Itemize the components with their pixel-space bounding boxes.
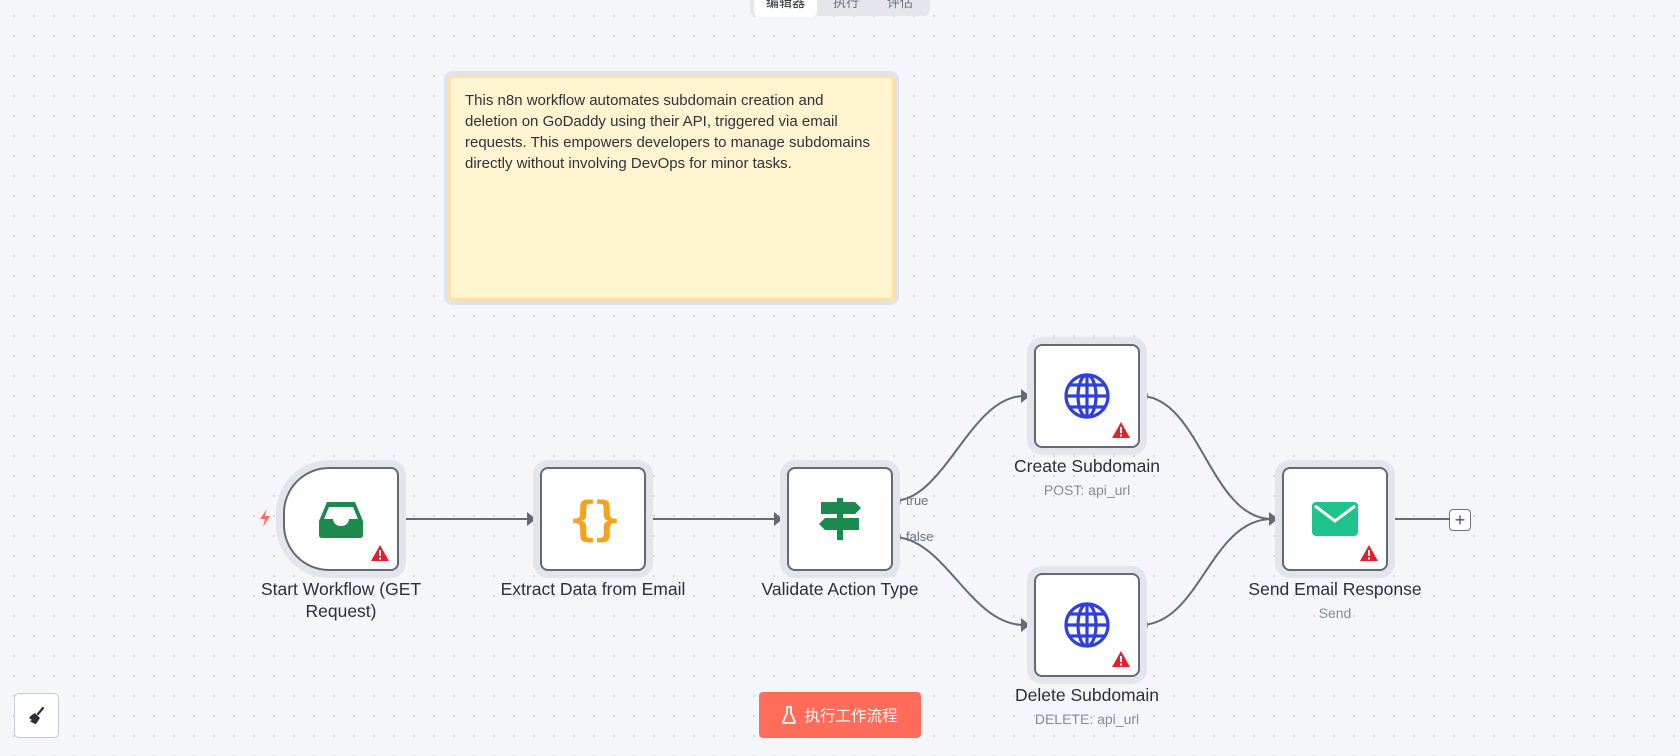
node-send-email[interactable] (1282, 467, 1388, 571)
add-node-button[interactable]: + (1449, 509, 1471, 531)
node-label-create: Create Subdomain (1014, 456, 1160, 476)
input-handle-validate (774, 512, 783, 526)
node-label-start: Start Workflow (GET Request) (260, 579, 422, 621)
node-subtitle-send: Send (1318, 605, 1352, 621)
warning-icon (1112, 651, 1130, 667)
input-handle-send (1269, 512, 1278, 526)
tidy-up-button[interactable] (14, 693, 59, 738)
node-create-subdomain[interactable] (1034, 344, 1140, 448)
input-handle-extract (527, 512, 536, 526)
broom-icon (28, 706, 44, 724)
node-label-send: Send Email Response (1248, 579, 1422, 599)
tab-evaluations[interactable]: 评估 (887, 0, 914, 10)
globe-icon (1064, 373, 1110, 419)
view-tabs: 编辑器 执行 评估 (750, 0, 930, 17)
node-label-extract: Extract Data from Email (500, 579, 686, 599)
trigger-bolt-icon (260, 509, 270, 527)
node-delete-subdomain[interactable] (1034, 573, 1140, 677)
tab-executions[interactable]: 执行 (833, 0, 860, 10)
output-label-false: false (906, 529, 934, 544)
warning-icon (371, 545, 389, 561)
input-handle-delete (1021, 618, 1030, 632)
node-validate-action[interactable] (787, 467, 893, 571)
node-subtitle-create: POST: api_url (1043, 482, 1131, 498)
warning-icon (1360, 545, 1378, 561)
node-extract-data[interactable]: {} (540, 467, 646, 571)
braces-icon: {} (569, 492, 620, 546)
signpost-icon (819, 498, 861, 540)
sticky-note[interactable]: This n8n workflow automates subdomain cr… (444, 71, 899, 305)
warning-icon (1112, 422, 1130, 438)
node-label-delete: Delete Subdomain (1015, 685, 1159, 705)
node-label-validate: Validate Action Type (761, 579, 919, 599)
tab-editor[interactable]: 编辑器 (754, 0, 818, 17)
input-handle-create (1021, 389, 1030, 403)
inbox-icon (319, 502, 363, 538)
execute-workflow-button[interactable]: 执行工作流程 (759, 692, 921, 738)
execute-workflow-label: 执行工作流程 (804, 707, 898, 725)
output-label-true: true (906, 493, 929, 508)
envelope-icon (1312, 502, 1358, 536)
flask-icon (782, 706, 797, 724)
node-subtitle-delete: DELETE: api_url (1034, 711, 1140, 727)
globe-icon (1064, 602, 1110, 648)
sticky-note-text: This n8n workflow automates subdomain cr… (465, 92, 870, 172)
node-start-workflow[interactable] (283, 467, 399, 571)
